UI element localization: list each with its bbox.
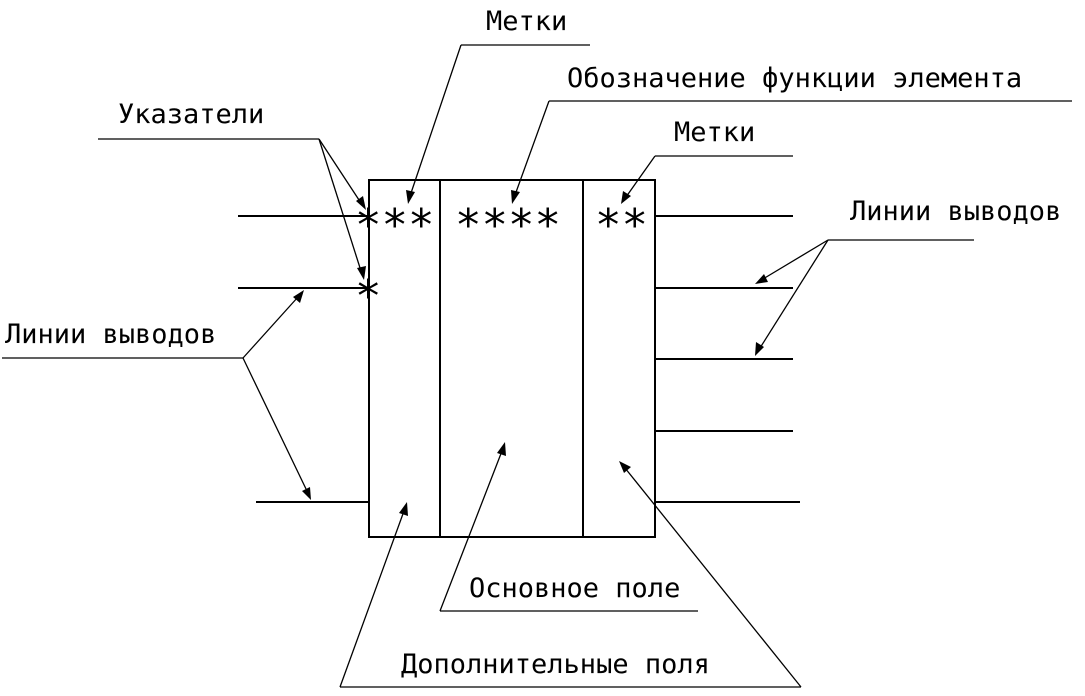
leader-additional-fields-a xyxy=(339,510,405,688)
arrowhead-pin-lines-right-a xyxy=(755,274,768,284)
arrowhead-additional-fields-a xyxy=(399,502,408,516)
right-field-marks: ** xyxy=(595,200,648,251)
left-field-marks: *** xyxy=(355,200,434,251)
leader-pin-lines-right-b xyxy=(759,239,829,349)
label-pin-lines-left-text: Линии выводов xyxy=(5,319,216,350)
arrowhead-additional-fields-b xyxy=(619,461,631,473)
arrowhead-metki-right xyxy=(621,191,631,204)
label-pin-lines-right: Линии выводов xyxy=(755,196,1061,356)
label-metki-top-text: Метки xyxy=(486,6,567,37)
arrowhead-pin-lines-left-b xyxy=(302,487,311,500)
pointer-mark: * xyxy=(355,271,382,322)
label-function-designation-text: Обозначение функции элемента xyxy=(567,63,1022,94)
arrowhead-main-field xyxy=(497,442,506,456)
label-metki-right: Метки xyxy=(621,117,793,204)
arrowhead-pin-lines-left-a xyxy=(293,290,304,303)
leader-pointers-a xyxy=(318,138,362,204)
arrowhead-metki-top xyxy=(406,190,415,204)
arrowhead-pin-lines-right-b xyxy=(755,342,764,356)
label-pin-lines-right-text: Линии выводов xyxy=(850,196,1061,227)
leader-function-designation xyxy=(514,100,550,196)
pin-lines-right xyxy=(655,215,800,503)
label-main-field-text: Основное поле xyxy=(469,573,680,604)
leader-additional-fields-b xyxy=(624,467,802,688)
leader-metki-right xyxy=(625,155,656,198)
label-metki-right-text: Метки xyxy=(674,117,755,148)
label-additional-fields: Дополнительные поля xyxy=(339,461,802,688)
label-pin-lines-left: Линии выводов xyxy=(2,290,311,500)
leader-main-field xyxy=(439,450,503,612)
leader-pin-lines-right-a xyxy=(762,239,829,280)
arrowhead-function-designation xyxy=(511,190,520,204)
label-function-designation: Обозначение функции элемента xyxy=(511,63,1072,204)
pin-lines-left xyxy=(238,215,369,503)
label-metki-top: Метки xyxy=(406,6,590,204)
label-pointers-text: Указатели xyxy=(118,99,264,130)
label-main-field: Основное поле xyxy=(439,442,698,612)
label-additional-fields-text: Дополнительные поля xyxy=(401,649,710,680)
arrowhead-pointers-b xyxy=(357,266,366,280)
arrowhead-pointers-a xyxy=(356,196,366,210)
leader-pin-lines-left-b xyxy=(242,357,308,492)
leader-pin-lines-left-a xyxy=(242,296,299,359)
leader-metki-top xyxy=(409,44,462,197)
function-marks: **** xyxy=(455,200,561,251)
leader-pointers-b xyxy=(318,138,362,272)
label-pointers: Указатели xyxy=(98,99,366,280)
